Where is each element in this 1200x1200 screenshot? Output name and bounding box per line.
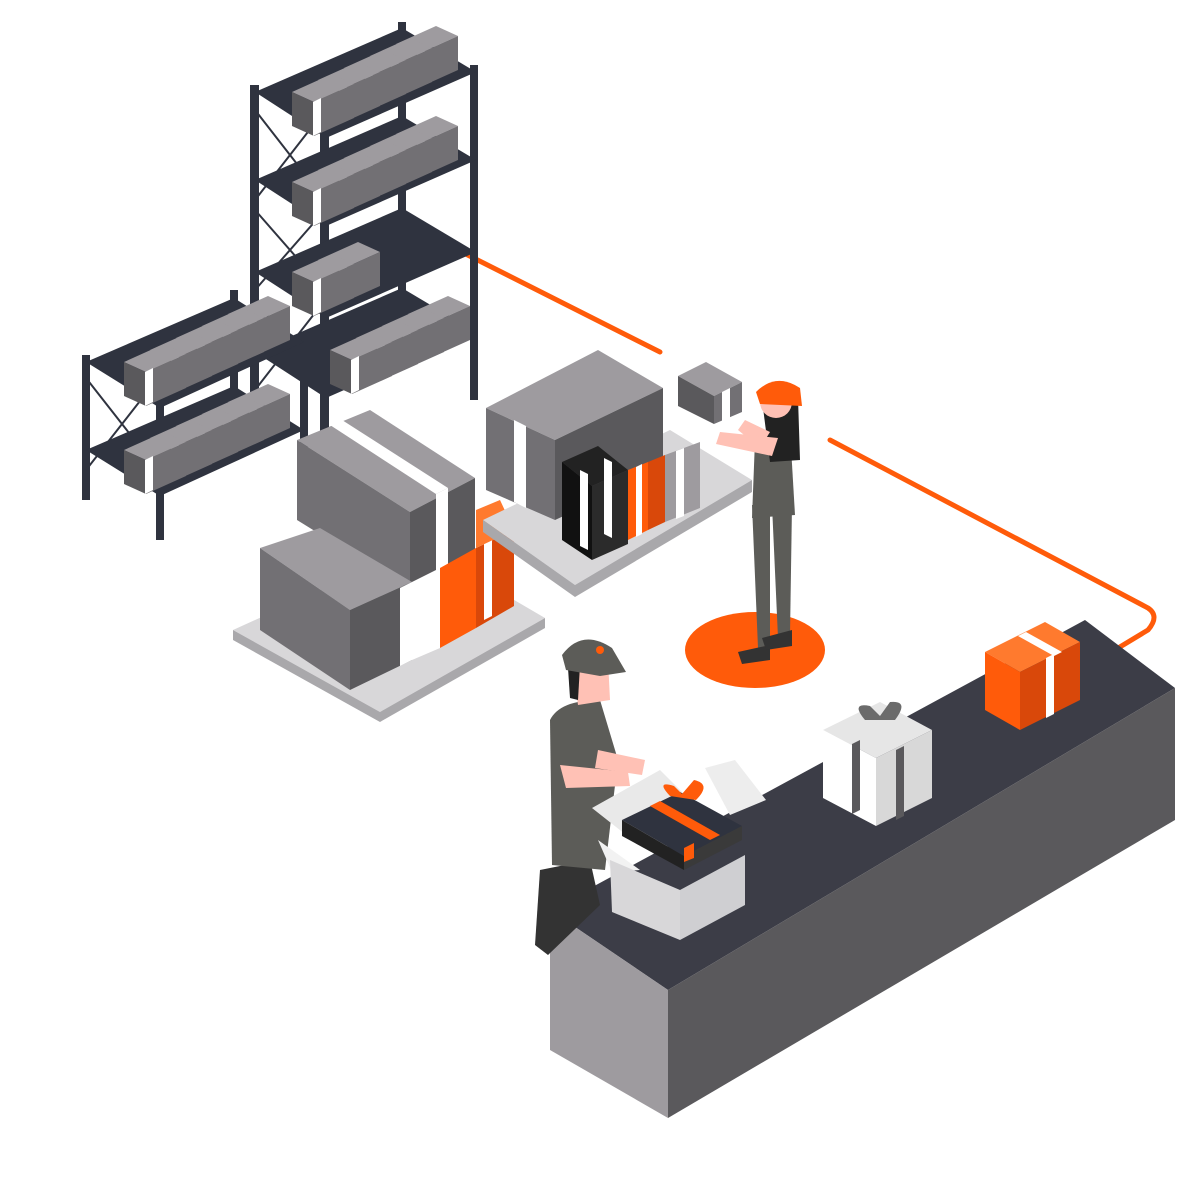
worker-icon — [535, 639, 645, 955]
cardboard-box-icon — [562, 446, 628, 560]
cardboard-box-icon — [124, 344, 186, 406]
cardboard-box-icon — [124, 432, 186, 494]
rack-boxes — [124, 26, 470, 494]
worker-icon — [678, 362, 825, 688]
cardboard-box-icon — [292, 254, 354, 316]
conveyor-belt-icon — [550, 620, 1175, 1118]
gift-box-icon — [592, 760, 766, 940]
cardboard-box-icon — [440, 500, 514, 648]
cardboard-box-icon — [260, 528, 440, 690]
cardboard-box-icon — [985, 622, 1080, 730]
cardboard-box-icon — [292, 164, 354, 226]
cardboard-box-icon — [628, 442, 700, 540]
gift-box-icon — [823, 701, 932, 826]
cardboard-box-icon — [292, 74, 354, 136]
cardboard-box-icon — [330, 332, 392, 394]
